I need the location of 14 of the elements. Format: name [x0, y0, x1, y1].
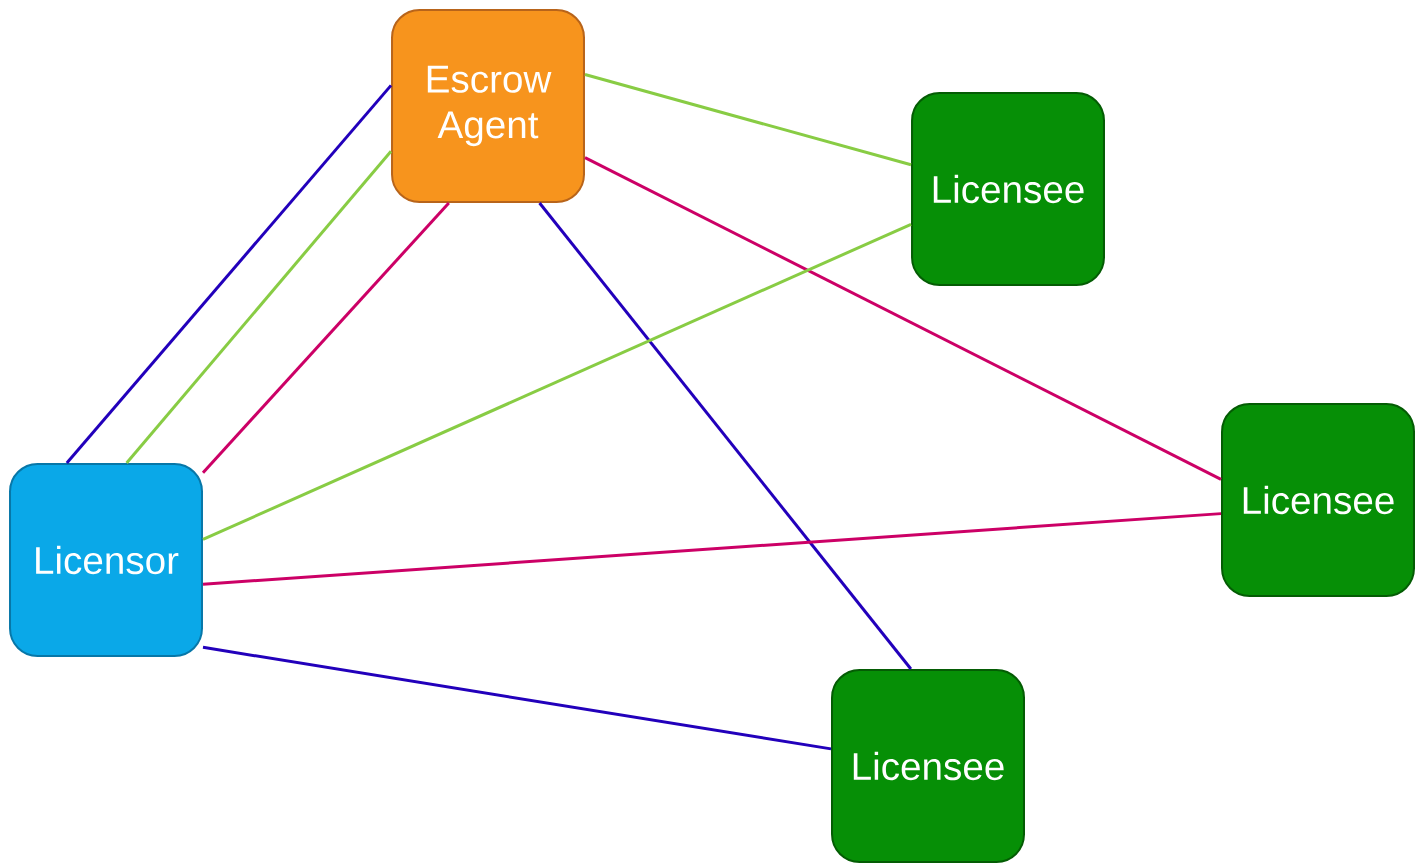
process-box: Licensee — [831, 669, 1025, 863]
connector-line — [65, 84, 393, 464]
connector-line — [584, 156, 1222, 481]
process-box: Licensee — [911, 92, 1105, 286]
process-box: Licensee — [1221, 403, 1415, 597]
process-box: Escrow Agent — [391, 9, 585, 203]
connector-line — [202, 222, 912, 541]
connector-line — [202, 512, 1222, 586]
process-box: Licensor — [9, 463, 203, 657]
connector-line — [125, 150, 393, 464]
connector-line — [202, 645, 832, 751]
connector-line — [201, 201, 450, 474]
connector-line — [538, 202, 913, 670]
connector-line — [584, 73, 912, 167]
